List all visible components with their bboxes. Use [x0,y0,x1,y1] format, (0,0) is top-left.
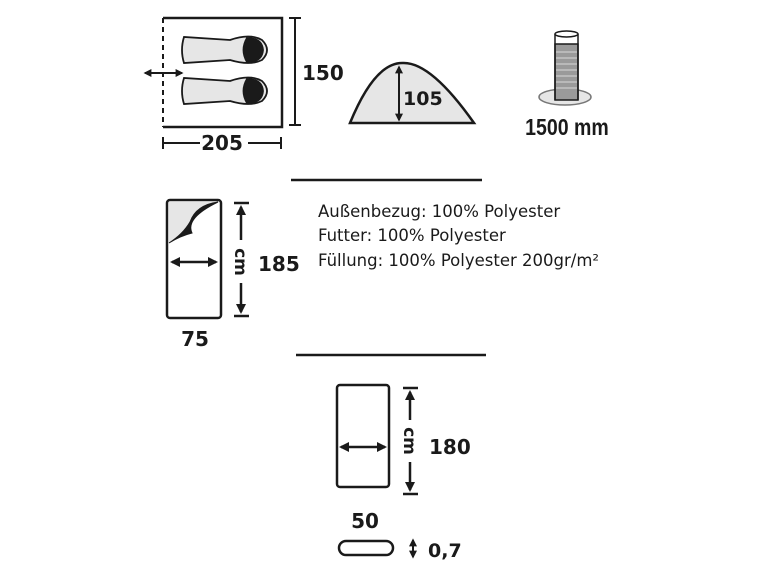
mat-unit-label: cm [399,427,419,455]
bag-width-label: 75 [181,327,209,351]
bag-length-dimension [234,201,249,318]
tent-length-dimension-line [162,137,282,149]
material-line: Außenbezug: 100% Polyester [318,202,560,221]
bag-length-label: 185 [258,252,300,276]
bag-unit-label: cm [230,248,250,276]
tent-length-label: 205 [201,131,243,155]
mat-width-label: 50 [351,509,379,533]
tent-width-dimension-line [289,17,301,126]
mat-length-dimension [403,386,418,496]
sleeping-bag-icon [181,35,268,64]
sleeping-mat-diagram [335,383,418,559]
mat-length-label: 180 [429,435,471,459]
tent-height-label: 105 [403,88,443,110]
tent-width-label: 150 [302,61,344,85]
tent-dome-side-view [348,61,477,125]
sleeping-bag-diagram [165,198,249,320]
tent-floor-plan [143,16,301,149]
water-column-icon [538,30,592,106]
material-line: Füllung: 100% Polyester 200gr/m² [318,251,599,270]
tent-outline [163,16,284,129]
material-line: Futter: 100% Polyester [318,226,506,245]
sleeping-bag-icon [181,76,268,105]
water-column-label: 1500 mm [525,115,609,141]
mat-thickness-icon [337,539,395,557]
mat-thickness-label: 0,7 [428,540,462,562]
